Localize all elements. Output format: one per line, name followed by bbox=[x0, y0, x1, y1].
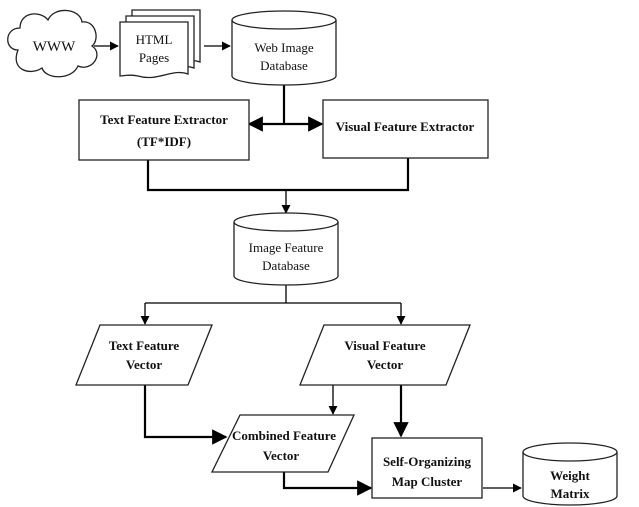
html-pages-node: HTML Pages bbox=[119, 9, 201, 79]
visual-vector-label-2: Vector bbox=[367, 357, 404, 372]
web-image-db-label-2: Database bbox=[260, 58, 308, 73]
html-pages-label-2: Pages bbox=[139, 50, 169, 65]
text-vector-label-2: Vector bbox=[126, 357, 163, 372]
weight-matrix-node: Weight Matrix bbox=[522, 442, 618, 506]
visual-feature-vector-node: Visual Feature Vector bbox=[299, 324, 471, 386]
edge-text-extractor-merge bbox=[146, 158, 410, 192]
visual-extractor-label: Visual Feature Extractor bbox=[336, 119, 475, 134]
edges bbox=[94, 41, 522, 496]
visual-vector-label-1: Visual Feature bbox=[344, 338, 425, 353]
combined-feature-vector-node: Combined Feature Vector bbox=[210, 414, 356, 473]
som-label-1: Self-Organizing bbox=[383, 454, 472, 469]
www-label: WWW bbox=[33, 39, 76, 55]
text-extractor-label-2: (TF*IDF) bbox=[137, 134, 191, 149]
som-label-2: Map Cluster bbox=[392, 474, 463, 489]
image-feature-db-label-1: Image Feature bbox=[249, 240, 324, 255]
weight-matrix-label-2: Matrix bbox=[551, 486, 590, 501]
text-feature-extractor-node: Text Feature Extractor (TF*IDF) bbox=[78, 99, 250, 161]
weight-matrix-label-1: Weight bbox=[550, 468, 590, 483]
text-vector-label-1: Text Feature bbox=[109, 338, 180, 353]
image-feature-db-label-2: Database bbox=[262, 258, 310, 273]
combined-vector-label-1: Combined Feature bbox=[232, 428, 336, 443]
combined-vector-label-2: Vector bbox=[263, 448, 300, 463]
web-image-database-node: Web Image Database bbox=[231, 10, 337, 86]
som-cluster-node: Self-Organizing Map Cluster bbox=[371, 437, 483, 499]
web-image-db-label-1: Web Image bbox=[254, 40, 313, 55]
image-feature-database-node: Image Feature Database bbox=[233, 212, 339, 286]
www-cloud: WWW bbox=[7, 9, 98, 78]
text-feature-vector-node: Text Feature Vector bbox=[75, 324, 213, 386]
visual-feature-extractor-node: Visual Feature Extractor bbox=[322, 99, 489, 159]
html-pages-label-1: HTML bbox=[136, 32, 173, 47]
text-extractor-label-1: Text Feature Extractor bbox=[100, 112, 228, 127]
edge-combined-som bbox=[282, 472, 373, 496]
edge-text-vector-combined bbox=[143, 385, 228, 445]
